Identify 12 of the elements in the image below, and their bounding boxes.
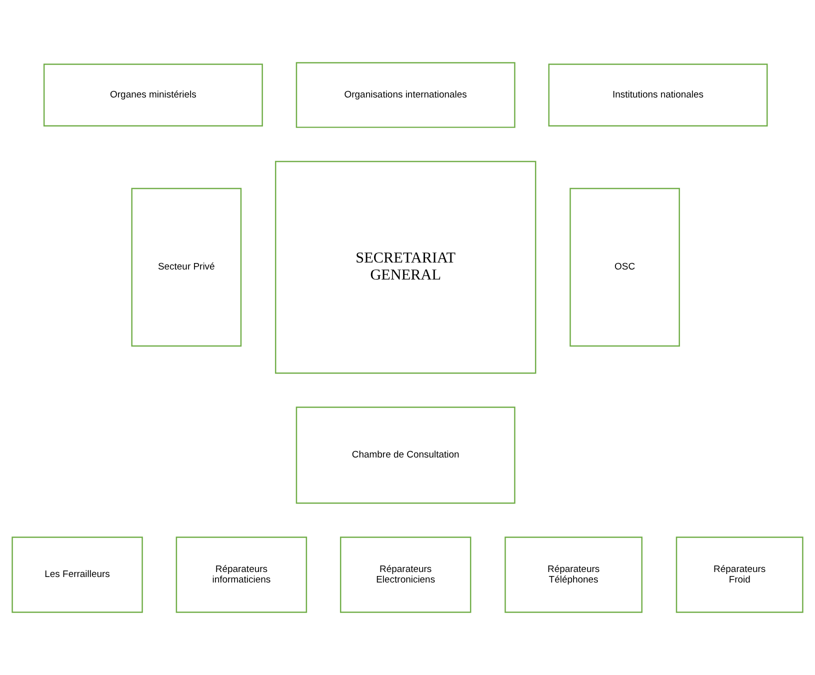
node-box: Réparateurs informaticiens bbox=[176, 536, 308, 613]
node-box: Organes ministériels bbox=[43, 64, 263, 127]
node-box: Les Ferrailleurs bbox=[12, 536, 143, 613]
node-box: Secteur Privé bbox=[131, 188, 242, 347]
node-box: Institutions nationales bbox=[548, 64, 768, 127]
node-box: OSC bbox=[570, 188, 680, 347]
node-box: Organisations internationales bbox=[296, 62, 516, 128]
node-box: Réparateurs Téléphones bbox=[504, 536, 642, 613]
node-box: SECRETARIAT GENERAL bbox=[274, 160, 536, 374]
node-box: Réparateurs Froid bbox=[676, 536, 804, 613]
node-box: Chambre de Consultation bbox=[296, 406, 516, 504]
node-box: Réparateurs Electroniciens bbox=[340, 536, 472, 613]
